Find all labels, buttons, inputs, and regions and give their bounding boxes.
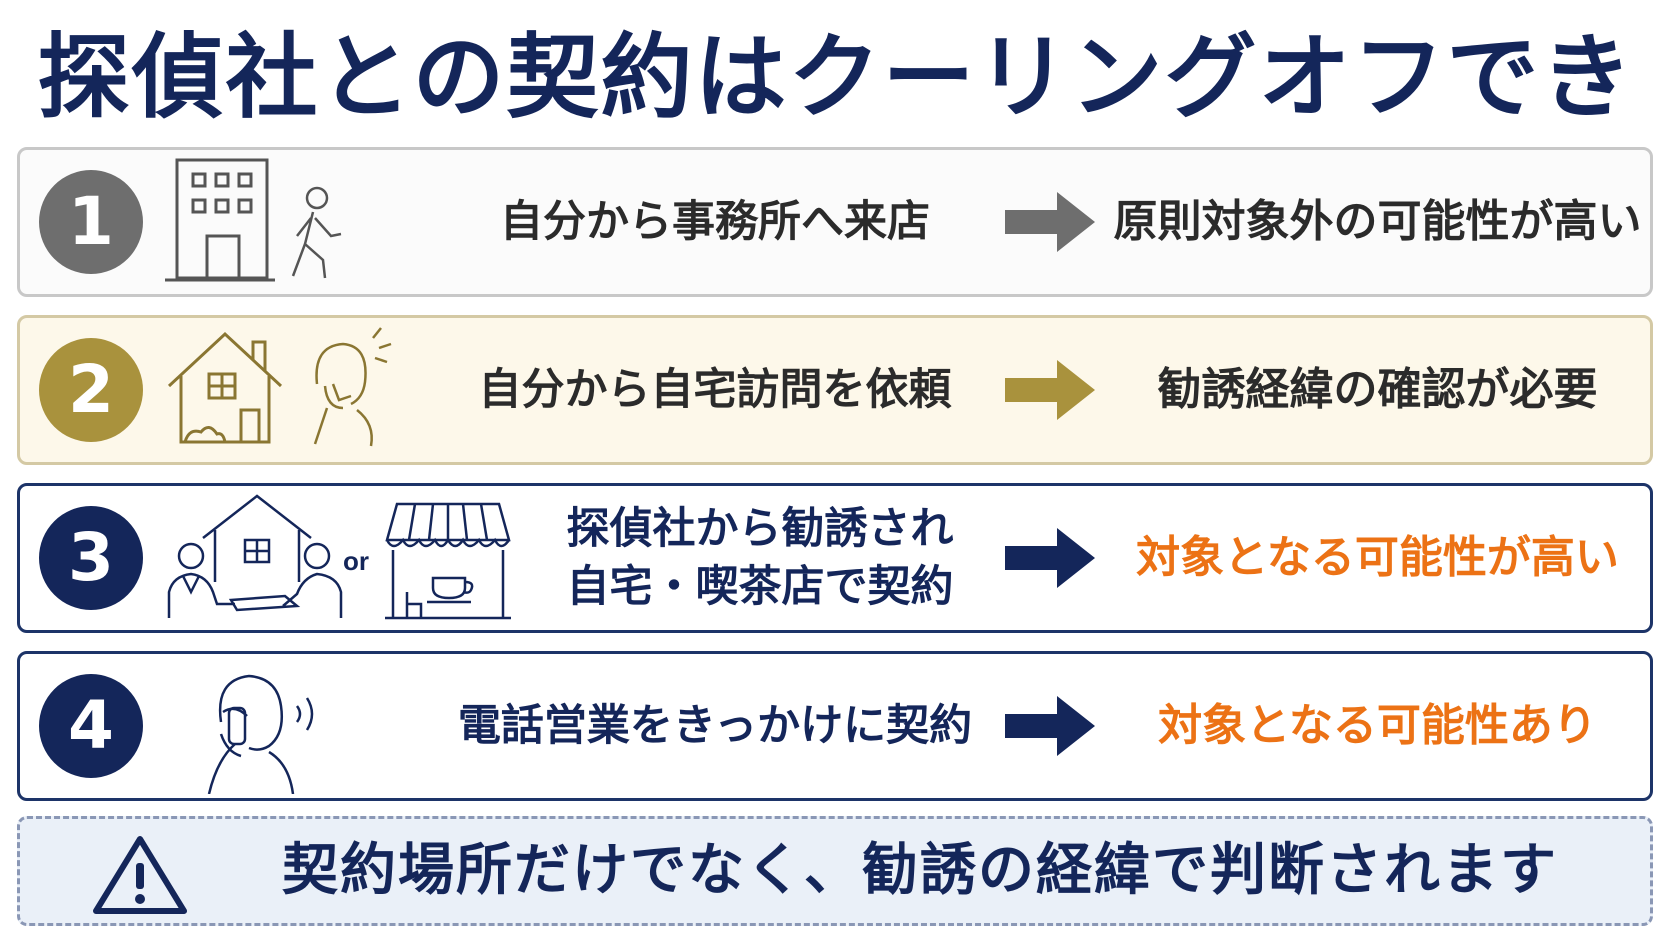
case-description: 探偵社から勧誘され 自宅・喫茶店で契約 [525,486,995,630]
case-row-4: 4 電話営業をきっかけに契約 対象となる可能性あり [17,651,1653,801]
case-description: 自分から自宅訪問を依頼 [415,318,1015,462]
person-phone-call-icon [207,674,314,794]
step-number-badge: 2 [39,338,143,442]
row-3-icons: or [167,494,511,620]
arrow-right-icon [1005,192,1095,252]
description-line: 自分から自宅訪問を依頼 [478,365,952,415]
arrow-right-icon [1005,528,1095,588]
arrow-right-icon [1005,696,1095,756]
case-description: 電話営業をきっかけに契約 [415,654,1015,798]
step-number-badge: 4 [39,674,143,778]
case-row-2: 2 自分から自宅訪問を依頼 勧誘経 [17,315,1653,465]
row-4-icons [207,674,314,794]
case-row-1: 1 自分から事務所へ来店 原則対象外の可能性が高い [17,147,1653,297]
coffee-shop-icon [385,502,511,620]
description-line: 電話営業をきっかけに契約 [457,701,973,751]
step-number-badge: 3 [39,506,143,610]
person-on-phone-icon [313,327,392,447]
row-2-icons [167,327,392,447]
case-result: 原則対象外の可能性が高い [1113,196,1642,247]
footer-note: 契約場所だけでなく、勧誘の経緯で判断されます [17,816,1653,926]
description-line: 自分から事務所へ来店 [500,197,930,247]
arrow-right-icon [1005,360,1095,420]
house-meeting-icon [167,494,343,618]
house-icon [167,331,283,444]
walking-person-icon [291,186,342,279]
office-building-icon [165,158,275,282]
case-result: 勧誘経緯の確認が必要 [1157,364,1598,415]
or-label: or [343,546,369,576]
page-title: 探偵社との契約はクーリングオフできる？ [37,24,1635,251]
case-result: 対象となる可能性あり [1158,700,1597,751]
case-row-3: 3 or [17,483,1653,633]
case-description: 自分から事務所へ来店 [415,150,1015,294]
footer-text: 契約場所だけでなく、勧誘の経緯で判断されます [282,838,1558,903]
row-1-icons [165,158,342,282]
case-result: 対象となる可能性が高い [1136,532,1619,583]
description-line: 探偵社から勧誘され [566,504,954,554]
step-number-badge: 1 [39,170,143,274]
description-line: 自宅・喫茶店で契約 [566,562,954,612]
warning-icon [93,836,187,914]
